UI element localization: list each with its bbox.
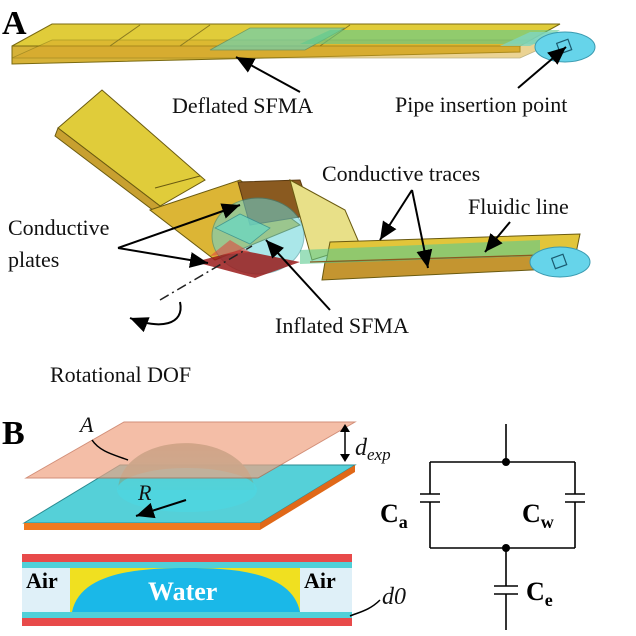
water-label: Water [148,577,217,606]
air-right-label: Air [304,568,336,593]
air-left-label: Air [26,568,58,593]
fluidic-line-label: Fluidic line [468,194,569,219]
rotation-arc-arrow [129,301,182,333]
area-pointer [91,439,129,461]
parallel-plate-3d [22,421,357,530]
inflated-sfma-label: Inflated SFMA [275,313,409,338]
d0-pointer [349,599,381,617]
circuit [420,424,585,630]
cross-section [22,554,352,626]
plates-arrow-2 [117,247,209,268]
pipe-insertion-label: Pipe insertion point [395,92,567,117]
panel-a-label: A [2,5,27,42]
radius-arrow [135,499,187,519]
cw-label: Cw [522,499,554,532]
dexp-arrow-bottom [340,454,350,462]
area-label: A [78,412,94,437]
inflated-arrow [265,239,331,311]
traces-arrow-1 [379,189,413,241]
ca-label: Ca [380,499,408,532]
conductive-traces-label: Conductive traces [322,161,480,186]
deflated-arrow [235,56,301,93]
deflated-sfma-label: Deflated SFMA [172,93,313,118]
d0-label: d0 [382,584,406,610]
deflated-actuator [11,23,561,65]
dexp-arrow-top [340,424,350,432]
fluidic-arrow [484,221,511,253]
pipe-insertion-arrow [517,46,567,89]
dexp-label: dexp [355,435,391,464]
radius-label: R [137,480,152,505]
conductive-plates-label-1: Conductive [8,215,109,240]
conductive-plates-label-2: plates [8,247,59,272]
rotational-dof-label: Rotational DOF [50,362,191,387]
pipe-insertion-square-bottom [550,253,568,270]
plates-arrow-1 [117,203,241,249]
panel-b-label: B [2,415,25,452]
traces-arrow-2 [411,189,433,269]
ce-label: Ce [526,577,553,610]
circuit-node-bottom [502,544,510,552]
rotation-axis [159,245,253,301]
circuit-node-top [502,458,510,466]
pipe-insertion-ellipse-bottom [529,246,591,278]
